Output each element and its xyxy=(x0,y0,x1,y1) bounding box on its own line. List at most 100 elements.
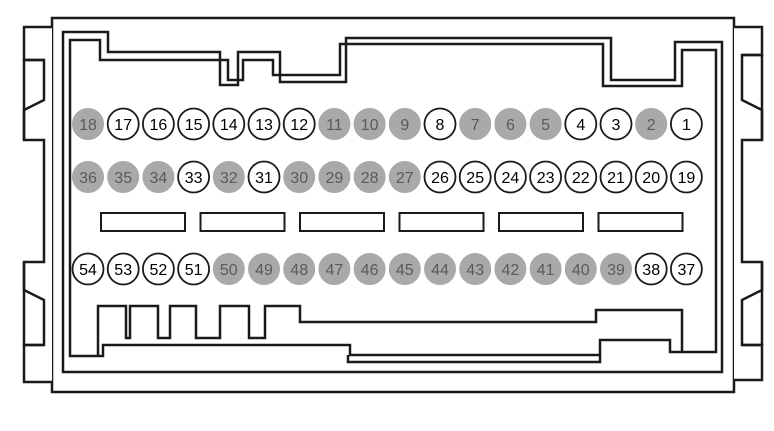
pin-label: 25 xyxy=(466,170,484,187)
pin-53: 53 xyxy=(106,252,140,286)
pin-25: 25 xyxy=(458,160,492,194)
pin-label: 5 xyxy=(541,117,550,134)
pin-label: 24 xyxy=(502,170,520,187)
pin-circle xyxy=(212,161,245,193)
pin-label: 17 xyxy=(114,117,132,134)
bottom-rail xyxy=(346,355,602,364)
housing-inner-outline xyxy=(61,30,724,374)
pin-8: 8 xyxy=(423,107,457,141)
pin-circle xyxy=(599,107,633,141)
pin-21: 21 xyxy=(599,160,633,194)
pin-label: 35 xyxy=(114,170,132,187)
pin-circle xyxy=(72,161,104,193)
pin-label: 40 xyxy=(572,262,590,279)
pin-11: 11 xyxy=(318,108,351,140)
pin-label: 49 xyxy=(255,262,273,279)
pin-label: 8 xyxy=(436,117,445,134)
pin-label: 14 xyxy=(220,117,238,134)
pin-49: 49 xyxy=(248,253,280,285)
pin-circle xyxy=(318,108,351,140)
pin-18: 18 xyxy=(72,108,104,140)
pin-label: 37 xyxy=(678,262,696,279)
pin-circle xyxy=(106,107,140,141)
pin-label: 13 xyxy=(255,117,273,134)
pin-circle xyxy=(106,252,140,286)
pin-circle xyxy=(248,253,280,285)
left-latch-inner-top xyxy=(22,58,44,140)
pin-circle xyxy=(493,160,527,194)
pin-circle xyxy=(283,253,316,285)
pin-label: 15 xyxy=(185,117,203,134)
pin-label: 26 xyxy=(431,170,449,187)
pin-label: 16 xyxy=(150,117,168,134)
pin-circle xyxy=(283,161,316,193)
pin-42: 42 xyxy=(494,253,527,285)
pin-circle xyxy=(212,107,246,141)
pin-label: 32 xyxy=(220,170,238,187)
pin-46: 46 xyxy=(353,253,386,285)
pin-47: 47 xyxy=(318,253,351,285)
pin-12: 12 xyxy=(282,107,316,141)
pin-27: 27 xyxy=(388,161,421,193)
pin-30: 30 xyxy=(283,161,316,193)
pin-label: 29 xyxy=(326,170,344,187)
pin-circle xyxy=(634,252,668,286)
pin-label: 27 xyxy=(396,170,414,187)
pin-label: 2 xyxy=(647,117,656,134)
pin-circle xyxy=(388,108,421,140)
pin-label: 10 xyxy=(361,117,379,134)
pin-label: 1 xyxy=(682,117,691,134)
pin-circle xyxy=(247,107,281,141)
pin-label: 50 xyxy=(220,262,238,279)
pin-circle xyxy=(494,108,527,140)
pin-16: 16 xyxy=(141,107,175,141)
keying-slot xyxy=(398,212,485,232)
pin-24: 24 xyxy=(493,160,527,194)
connector-housing xyxy=(22,16,764,394)
pin-9: 9 xyxy=(388,108,421,140)
pin-10: 10 xyxy=(353,108,386,140)
pin-circle xyxy=(459,108,492,140)
pin-23: 23 xyxy=(529,160,562,194)
pin-label: 4 xyxy=(576,117,585,134)
pin-label: 20 xyxy=(642,170,660,187)
pin-label: 46 xyxy=(361,262,379,279)
pin-circle xyxy=(388,253,421,285)
pin-35: 35 xyxy=(107,161,140,193)
pin-label: 44 xyxy=(431,262,449,279)
keying-slot xyxy=(199,212,286,232)
pin-label: 53 xyxy=(114,262,132,279)
pin-circle xyxy=(423,107,457,141)
pin-label: 18 xyxy=(79,117,97,134)
pin-circle xyxy=(141,252,175,286)
pin-label: 48 xyxy=(290,262,308,279)
pin-28: 28 xyxy=(353,161,386,193)
pin-label: 42 xyxy=(502,262,520,279)
pin-29: 29 xyxy=(318,161,351,193)
pin-36: 36 xyxy=(72,161,104,193)
left-latch-inner-bottom xyxy=(22,262,44,347)
pin-circle xyxy=(107,161,140,193)
keying-slot xyxy=(100,212,186,232)
pin-circle xyxy=(318,161,351,193)
pin-circle xyxy=(388,161,421,193)
pin-circle xyxy=(72,108,104,140)
pin-circle xyxy=(424,253,456,285)
pin-circle xyxy=(212,253,245,285)
pin-52: 52 xyxy=(141,252,175,286)
pin-19: 19 xyxy=(670,160,703,194)
left-latch xyxy=(22,25,52,384)
pin-17: 17 xyxy=(106,107,140,141)
pin-32: 32 xyxy=(212,161,245,193)
keying-slot xyxy=(498,212,584,232)
pin-circle xyxy=(71,252,105,286)
housing-outer-body xyxy=(50,16,736,394)
pin-43: 43 xyxy=(459,253,492,285)
pin-label: 33 xyxy=(185,170,203,187)
pin-circle xyxy=(564,107,598,141)
keying-slot xyxy=(597,212,684,232)
pin-label: 31 xyxy=(255,170,273,187)
pin-circle xyxy=(353,161,386,193)
pin-3: 3 xyxy=(599,107,633,141)
